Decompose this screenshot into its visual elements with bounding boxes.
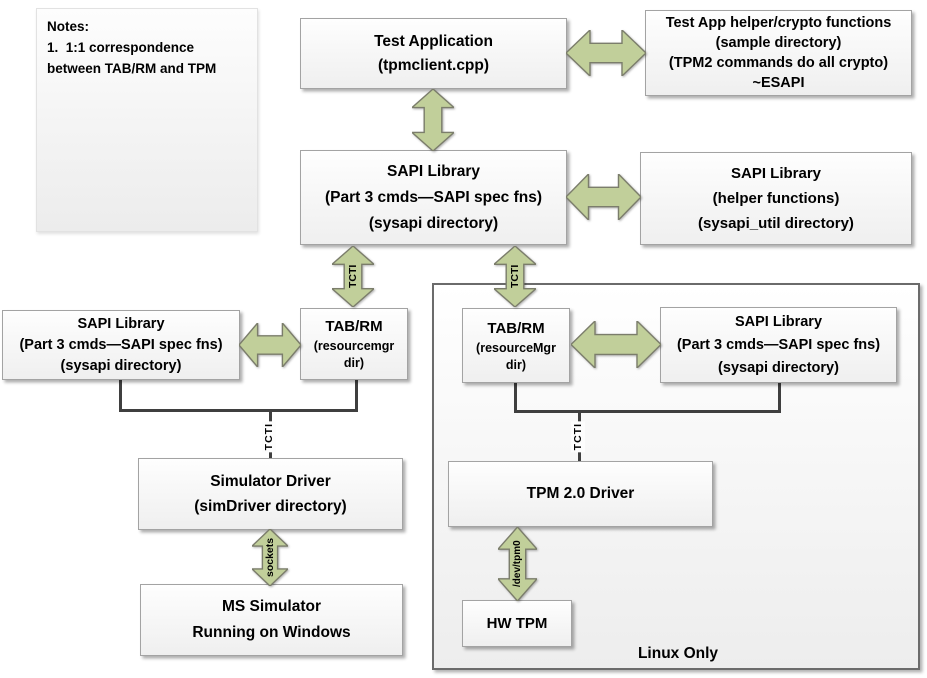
notes-panel: Notes: 1. 1:1 correspondence between TAB/… bbox=[36, 8, 258, 232]
text-line: Running on Windows bbox=[192, 624, 351, 641]
text-line: (sysapi_util directory) bbox=[698, 215, 854, 232]
text-line: (sample directory) bbox=[715, 35, 842, 51]
box-sapi-library-linux: SAPI Library (Part 3 cmds—SAPI spec fns) (… bbox=[660, 307, 897, 383]
box-hw-tpm: HW TPM bbox=[462, 600, 572, 647]
box-test-app-helper: Test App helper/crypto functions (sample … bbox=[645, 10, 912, 96]
box-tab-rm-left: TAB/RM (resourcemgr dir) bbox=[300, 308, 408, 380]
text-line: SAPI Library bbox=[734, 313, 823, 330]
connector-line-right-tabrm-drop bbox=[514, 383, 517, 413]
text-line: MS Simulator bbox=[221, 598, 322, 615]
text-line: (TPM2 commands do all crypto) bbox=[668, 55, 889, 71]
text-line: SAPI Library bbox=[730, 165, 822, 182]
tcti-line-label-left: TCTI bbox=[262, 421, 276, 453]
tcti-arrow-label-right: TCTI bbox=[509, 264, 521, 289]
text-line: (sysapi directory) bbox=[368, 214, 499, 232]
text-line: TAB/RM bbox=[487, 319, 545, 337]
connector-line-left-bracket bbox=[119, 409, 358, 412]
arrow-sapi-helper bbox=[566, 174, 641, 220]
text-line: (tpmclient.cpp) bbox=[377, 56, 490, 74]
tcti-line-label-right: TCTI bbox=[571, 421, 585, 453]
arrow-sockets: sockets bbox=[252, 529, 288, 586]
double-arrow-glyph bbox=[239, 323, 301, 367]
box-tab-rm-linux: TAB/RM (resourceMgr dir) bbox=[462, 308, 570, 383]
text-line: 1. 1:1 correspondence bbox=[47, 40, 195, 55]
double-arrow-glyph bbox=[412, 89, 454, 151]
notes-body: 1. 1:1 correspondence between TAB/RM and … bbox=[47, 37, 247, 79]
text-line: (resourceMgr bbox=[476, 340, 556, 355]
box-sapi-library-main: SAPI Library (Part 3 cmds—SAPI spec fns) (… bbox=[300, 150, 567, 245]
box-simulator-driver: Simulator Driver (simDriver directory) bbox=[138, 458, 403, 530]
double-arrow-glyph bbox=[498, 527, 537, 601]
text-line: ~ESAPI bbox=[752, 75, 805, 91]
double-arrow-glyph bbox=[252, 529, 288, 586]
box-tpm-2-0-driver: TPM 2.0 Driver bbox=[448, 461, 713, 527]
text-line: (Part 3 cmds—SAPI spec fns) bbox=[19, 336, 223, 353]
connector-line-left-sapi-drop bbox=[119, 380, 122, 412]
double-arrow-glyph bbox=[566, 174, 641, 220]
text-line: (helper functions) bbox=[712, 190, 840, 207]
text-line: (resourcemgr bbox=[313, 339, 395, 353]
text-line: Test App helper/crypto functions bbox=[665, 15, 892, 31]
text-line: dir) bbox=[343, 356, 365, 370]
sockets-label: sockets bbox=[264, 537, 276, 578]
arrow-devtpm0: /dev/tpm0 bbox=[498, 527, 537, 601]
devtpm0-label: /dev/tpm0 bbox=[512, 540, 523, 588]
connector-line-left-tabrm-drop bbox=[355, 380, 358, 412]
arrow-tabrm-sapiright bbox=[571, 321, 661, 368]
arrow-testapp-sapi bbox=[412, 89, 454, 151]
linux-only-label: Linux Only bbox=[637, 645, 719, 662]
text-line: SAPI Library bbox=[77, 315, 165, 332]
double-arrow-glyph bbox=[494, 246, 536, 307]
connector-line-right-bracket bbox=[514, 410, 781, 413]
text-line: Test Application bbox=[374, 32, 493, 50]
box-test-application: Test Application (tpmclient.cpp) bbox=[300, 18, 567, 89]
text-line: TPM 2.0 Driver bbox=[526, 485, 635, 502]
text-line: (Part 3 cmds—SAPI spec fns) bbox=[676, 336, 881, 353]
tcti-arrow-label-left: TCTI bbox=[347, 264, 359, 289]
double-arrow-glyph bbox=[566, 30, 646, 76]
text-line: (sysapi directory) bbox=[60, 357, 182, 374]
double-arrow-glyph bbox=[571, 321, 661, 368]
arrow-tcti-right: TCTI bbox=[494, 246, 536, 307]
text-line: Simulator Driver bbox=[210, 473, 331, 490]
box-sapi-library-left: SAPI Library (Part 3 cmds—SAPI spec fns) (… bbox=[2, 310, 240, 380]
arrow-sapileft-tabrm bbox=[239, 323, 301, 367]
text-line: SAPI Library bbox=[386, 162, 481, 180]
text-line: between TAB/RM and TPM bbox=[47, 61, 217, 76]
text-line: dir) bbox=[505, 357, 527, 372]
arrow-tcti-left: TCTI bbox=[332, 246, 374, 307]
text-line: TAB/RM bbox=[325, 318, 383, 335]
text-line: (Part 3 cmds—SAPI spec fns) bbox=[324, 188, 543, 206]
text-line: (sysapi directory) bbox=[718, 359, 839, 376]
double-arrow-glyph bbox=[332, 246, 374, 307]
text-line: (simDriver directory) bbox=[194, 498, 347, 515]
connector-line-right-sapi-drop bbox=[778, 383, 781, 413]
box-sapi-library-helper: SAPI Library (helper functions) (sysapi_ut… bbox=[640, 152, 912, 245]
arrow-testapp-helper bbox=[566, 30, 646, 76]
notes-heading: Notes: bbox=[47, 19, 90, 34]
text-line: HW TPM bbox=[486, 615, 548, 632]
